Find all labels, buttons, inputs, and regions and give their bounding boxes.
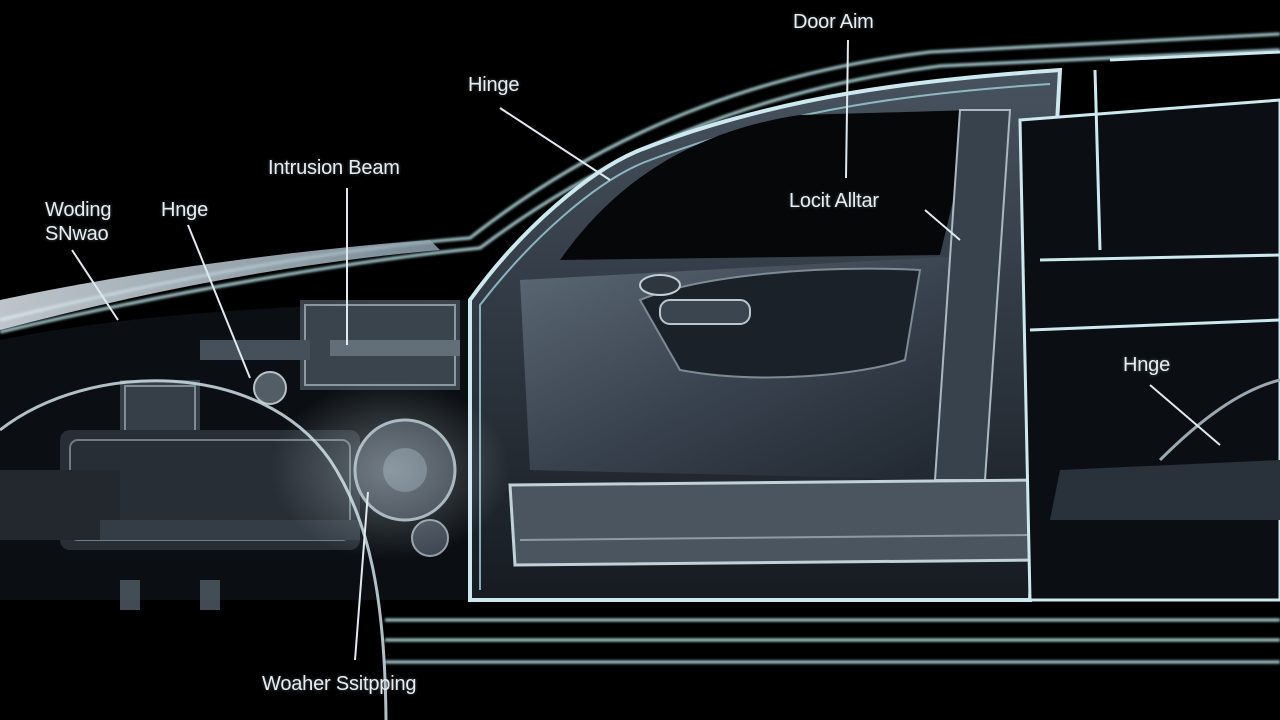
leader-molding (71, 249, 119, 321)
label-molding: Woding SNwao (45, 199, 112, 245)
rear-door (1018, 98, 1280, 602)
door-sill (508, 478, 1042, 567)
label-door-arm: Door Aim (793, 11, 874, 33)
leader-hinge-right (1149, 384, 1221, 446)
leader-hinge-left (187, 224, 251, 379)
car-body-outline (0, 32, 1280, 664)
leader-door-arm (845, 39, 849, 179)
label-hinge-top: Hinge (468, 74, 520, 96)
leader-lock-pillar (924, 209, 961, 241)
leader-hinge-top (499, 107, 611, 181)
door-window (560, 110, 975, 260)
label-weather-stripping: Woaher Ssitpping (262, 673, 417, 695)
label-hinge-left: Hnge (161, 199, 209, 221)
label-intrusion-beam: Intrusion Beam (268, 157, 400, 179)
highlight-glow (270, 380, 510, 560)
label-lock-pillar: Locit Alltar (789, 190, 879, 212)
label-hinge-right: Hnge (1123, 354, 1171, 376)
hood-panel (0, 240, 440, 330)
